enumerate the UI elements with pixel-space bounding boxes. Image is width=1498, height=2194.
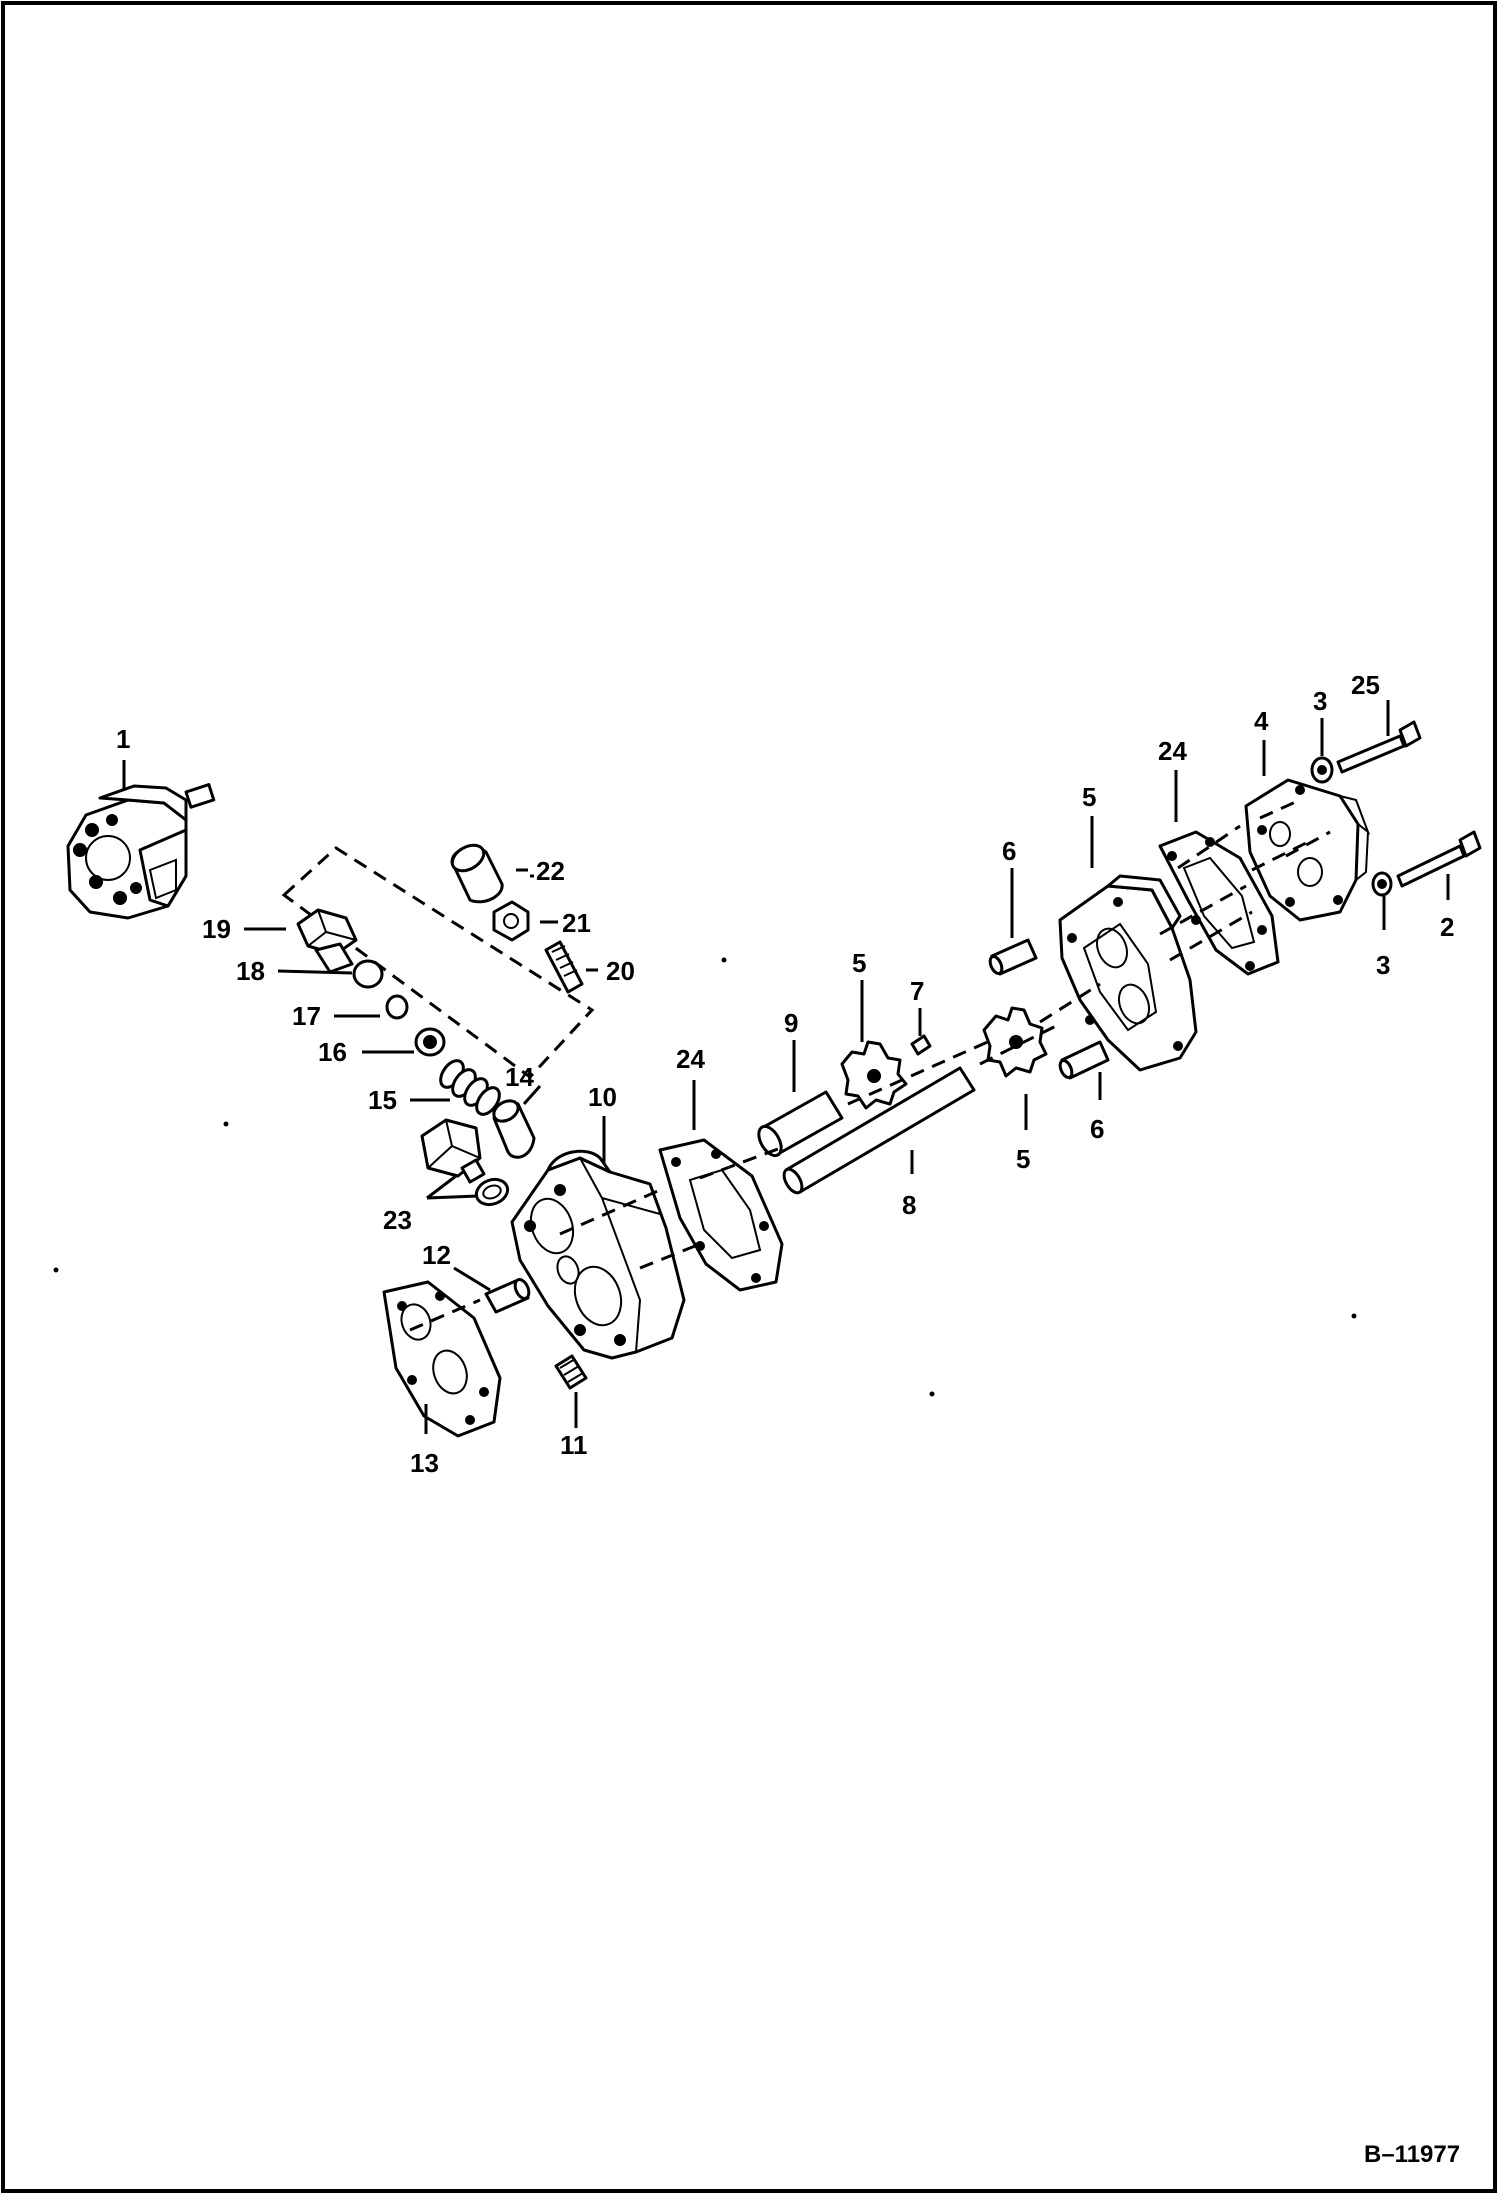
- callout-12: 12: [422, 1240, 451, 1270]
- part-3-washer-upper: [1310, 756, 1334, 784]
- part-5-gear-lower: [982, 1006, 1048, 1078]
- part-4-rear-cover: [1244, 778, 1371, 922]
- scan-specks: [53, 957, 1357, 1397]
- callout-18: 18: [236, 956, 265, 986]
- callout-6-lower: 6: [1090, 1114, 1104, 1144]
- part-3-washer-lower: [1371, 871, 1393, 897]
- callout-1: 1: [116, 724, 130, 754]
- part-18-o-ring: [352, 959, 384, 989]
- part-25-bolt: [1336, 720, 1422, 774]
- callout-7: 7: [910, 976, 924, 1006]
- part-19-fitting: [296, 908, 358, 974]
- part-15-spring: [439, 1059, 501, 1116]
- callout-5-upper-gear: 5: [852, 948, 866, 978]
- part-24-gasket-front: [658, 1138, 784, 1292]
- callout-11: 11: [560, 1430, 588, 1460]
- part-20-adjusting-screw: [544, 940, 584, 994]
- callout-20: 20: [606, 956, 635, 986]
- relief-valve-kit-outline: [281, 846, 595, 1080]
- callout-5-housing: 5: [1082, 782, 1096, 812]
- callout-24-left: 24: [676, 1044, 705, 1074]
- assembly-centerline-upper: [559, 830, 1331, 1236]
- part-12-dowel-pin: [484, 1278, 531, 1314]
- callout-17: 17: [292, 1001, 321, 1031]
- part-21-nut: [492, 900, 530, 942]
- callout-10: 10: [588, 1082, 617, 1112]
- part-1-pump-assembly: [66, 783, 216, 920]
- part-6-pin-lower: [1058, 1040, 1110, 1080]
- callout-21: 21: [562, 908, 591, 938]
- part-13-front-gasket: [382, 1280, 502, 1438]
- part-22-cap: [450, 843, 504, 904]
- callout-3-upper: 3: [1313, 686, 1327, 716]
- part-11-set-screw: [554, 1354, 588, 1390]
- part-2-bolt: [1396, 830, 1482, 888]
- callout-23: 23: [383, 1205, 412, 1235]
- callout-25: 25: [1351, 670, 1380, 700]
- part-14-poppet: [492, 1099, 536, 1159]
- callout-22: 22: [536, 856, 565, 886]
- part-5-gear-housing: [1058, 874, 1198, 1072]
- part-16-seat: [414, 1027, 446, 1057]
- callout-6-upper: 6: [1002, 836, 1016, 866]
- part-6-pin-upper: [988, 938, 1038, 976]
- part-10-front-housing: [510, 1149, 686, 1360]
- part-8-drive-shaft: [782, 1066, 976, 1195]
- assembly-centerline-top: [1177, 798, 1301, 870]
- assembly-centerline-lower: [409, 838, 1313, 1332]
- callout-15: 15: [368, 1085, 397, 1115]
- part-24-gasket-rear: [1158, 830, 1280, 976]
- part-17-o-ring: [385, 994, 409, 1020]
- callout-4: 4: [1254, 706, 1269, 736]
- part-23-plug-and-seal: [420, 1118, 510, 1207]
- callout-13: 13: [410, 1448, 439, 1478]
- part-5-gear-upper: [840, 1040, 908, 1110]
- part-7-key: [910, 1034, 932, 1056]
- callout-3-lower: 3: [1376, 950, 1390, 980]
- callout-2: 2: [1440, 912, 1454, 942]
- callout-5-lower-gear: 5: [1016, 1144, 1030, 1174]
- callout-14: 14: [505, 1062, 534, 1092]
- callout-9: 9: [784, 1008, 798, 1038]
- callout-24-right: 24: [1158, 736, 1187, 766]
- callout-19: 19: [202, 914, 231, 944]
- callout-8: 8: [902, 1190, 916, 1220]
- figure-reference-code: B–11977: [1364, 2141, 1460, 2168]
- leader-lines: [122, 700, 1450, 1434]
- callout-16: 16: [318, 1037, 347, 1067]
